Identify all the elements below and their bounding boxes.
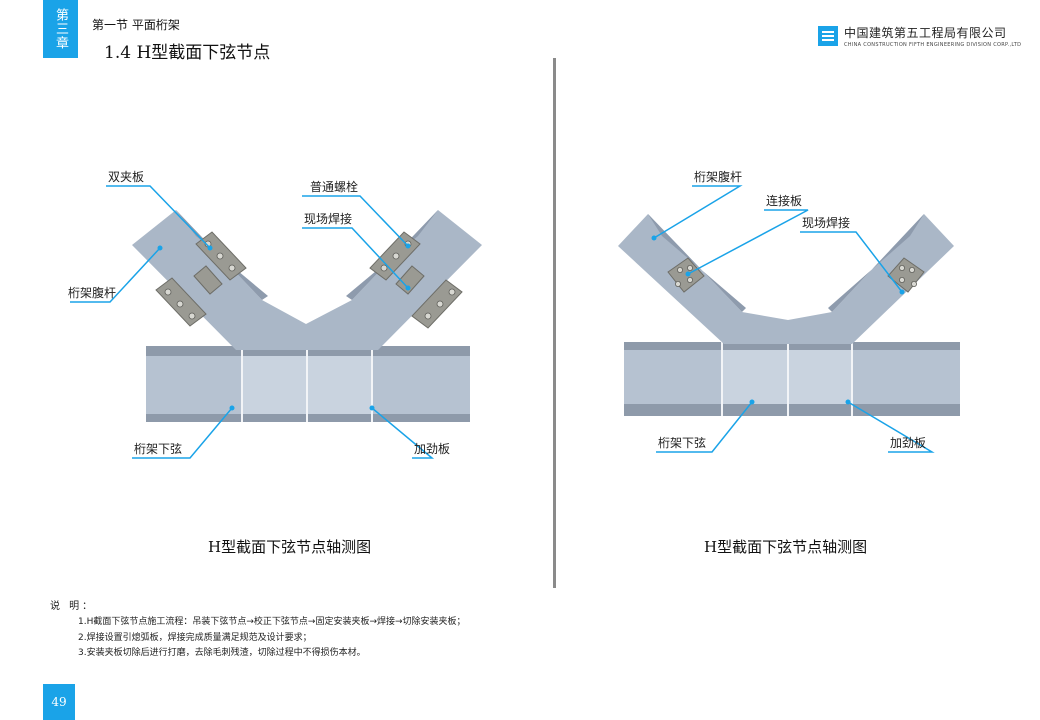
label-bottom-chord: 桁架下弦 (134, 442, 183, 456)
left-figure: 双夹板 普通螺栓 现场焊接 桁架腹杆 桁架下弦 加劲板 (0, 0, 553, 560)
company-logo-icon (818, 26, 838, 46)
chapter-label: 第三章 (53, 8, 68, 50)
note-item: 1.H截面下弦节点施工流程：吊装下弦节点→校正下弦节点→固定安装夹板→焊接→切除… (78, 617, 466, 627)
right-node-illustration (618, 185, 960, 453)
page-title: 1.4 H型截面下弦节点 (104, 43, 271, 63)
page-number: 49 (43, 684, 75, 720)
right-figure: 桁架腹杆 连接板 现场焊接 桁架下弦 加劲板 (556, 0, 1040, 560)
section-label: 第一节 平面桁架 (92, 18, 180, 32)
chapter-tab: 第三章 (43, 0, 78, 58)
company-name-en: CHINA CONSTRUCTION FIFTH ENGINEERING DIV… (844, 42, 1022, 48)
company-logo: 中国建筑第五工程局有限公司 CHINA CONSTRUCTION FIFTH E… (818, 24, 1021, 48)
label-bottom-chord: 桁架下弦 (658, 436, 707, 450)
label-site-weld: 现场焊接 (802, 216, 851, 230)
note-item: 3.安装夹板切除后进行打磨，去除毛刺残渣，切除过程中不得损伤本材。 (78, 648, 366, 658)
label-connection-plate: 连接板 (766, 194, 803, 208)
label-double-clip-plate: 双夹板 (108, 170, 145, 184)
label-web-member: 桁架腹杆 (694, 170, 743, 184)
label-stiffener: 加劲板 (890, 436, 927, 450)
right-caption: H型截面下弦节点轴测图 (704, 538, 868, 556)
label-bolt: 普通螺栓 (310, 180, 359, 194)
label-stiffener: 加劲板 (414, 442, 451, 456)
left-node-illustration (70, 185, 482, 459)
label-site-weld: 现场焊接 (304, 212, 353, 226)
vertical-divider (553, 58, 556, 588)
company-name-cn: 中国建筑第五工程局有限公司 (844, 26, 1007, 40)
left-caption: H型截面下弦节点轴测图 (208, 538, 372, 556)
label-web-member: 桁架腹杆 (68, 286, 117, 300)
notes-title: 说 明： (50, 601, 96, 612)
note-item: 2.焊接设置引熄弧板，焊接完成质量满足规范及设计要求； (78, 633, 312, 643)
